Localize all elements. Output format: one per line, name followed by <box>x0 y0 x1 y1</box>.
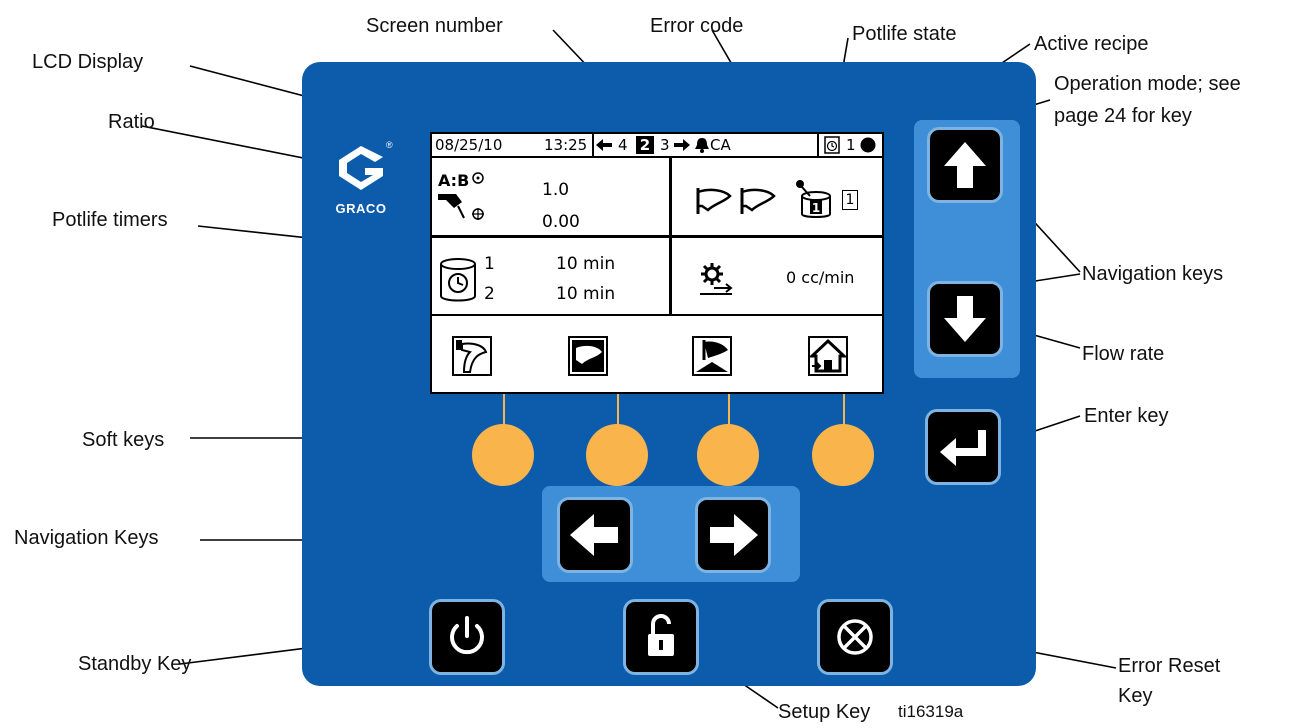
mix-manifold-icon: A:B <box>438 171 484 220</box>
soft-purge-icon <box>568 336 608 376</box>
lcd-separator <box>817 134 819 156</box>
callout-potlife-state: Potlife state <box>852 23 957 45</box>
lcd-ratio-value: 1.0 <box>542 180 570 200</box>
callout-operation-mode-line1: Operation mode; see <box>1054 73 1241 95</box>
lcd-ratio-deviation: 0.00 <box>542 212 580 232</box>
padlock-icon <box>648 614 674 656</box>
potlife-canister-icon <box>440 258 476 302</box>
left-arrow-icon <box>570 514 618 556</box>
figure-id: ti16319a <box>898 702 964 721</box>
left-arrow-button[interactable] <box>560 500 630 570</box>
error-reset-icon <box>837 619 873 655</box>
soft-key-4[interactable] <box>812 424 874 486</box>
soft-key-stem <box>843 394 845 426</box>
enter-icon <box>940 430 986 466</box>
right-arrow-icon <box>710 514 758 556</box>
callout-operation-mode-line2: page 24 for key <box>1054 105 1192 127</box>
right-arrow-icon <box>674 139 690 151</box>
soft-spray-icon <box>452 336 492 376</box>
soft-key-stem <box>617 394 619 426</box>
callout-ratio: Ratio <box>108 111 155 133</box>
soft-home-icon <box>808 336 848 376</box>
operation-mode-dot-icon <box>860 137 876 153</box>
error-reset-button[interactable] <box>820 602 890 672</box>
lcd-potlife-2-value: 10 min <box>556 284 616 304</box>
callout-error-code: Error code <box>650 15 744 37</box>
lcd-divider <box>432 314 882 316</box>
graco-logo-mark <box>339 146 383 190</box>
setup-button[interactable] <box>626 602 696 672</box>
enter-button[interactable] <box>928 412 998 482</box>
soft-key-1[interactable] <box>472 424 534 486</box>
lcd-potlife-1-value: 10 min <box>556 254 616 274</box>
lcd-divider <box>432 235 882 238</box>
svg-text:1: 1 <box>812 201 820 215</box>
callout-flow-rate: Flow rate <box>1082 343 1165 365</box>
lcd-status-bar: 08/25/10 13:25 4 2 3 CA 1 <box>432 134 882 158</box>
callout-soft-keys: Soft keys <box>82 429 165 451</box>
soft-key-2[interactable] <box>586 424 648 486</box>
lcd-current-screen: 2 <box>636 136 654 154</box>
lcd-recipe-box: 1 <box>842 190 858 210</box>
svg-text:A:B: A:B <box>438 171 469 190</box>
lcd-separator <box>592 134 594 156</box>
down-arrow-icon <box>944 296 986 342</box>
timer-icon <box>824 136 840 154</box>
left-arrow-icon <box>596 139 612 151</box>
lcd-next-screen: 3 <box>660 136 670 154</box>
callout-enter-key: Enter key <box>1084 405 1169 427</box>
power-icon <box>450 616 484 655</box>
callout-standby-key: Standby Key <box>78 653 192 675</box>
soft-key-stem <box>728 394 730 426</box>
lcd-divider <box>669 158 672 314</box>
bell-icon <box>695 138 709 153</box>
callout-navigation-keys-bottom: Navigation Keys <box>14 527 159 549</box>
lcd-display: 08/25/10 13:25 4 2 3 CA 1 <box>430 132 884 394</box>
soft-key-3[interactable] <box>697 424 759 486</box>
lcd-flow-rate: 0 cc/min <box>786 268 855 287</box>
graco-logo-text: GRACO <box>335 201 387 216</box>
lcd-potlife-2-label: 2 <box>484 284 495 304</box>
callout-lcd-display: LCD Display <box>32 51 144 73</box>
callout-screen-number: Screen number <box>366 15 503 37</box>
callout-active-recipe: Active recipe <box>1034 33 1149 55</box>
lcd-prev-screen: 4 <box>618 136 628 154</box>
lcd-time: 13:25 <box>544 136 588 154</box>
flow-gear-icon <box>700 263 733 295</box>
graco-logo: GRACO <box>328 142 394 216</box>
soft-fill-icon <box>692 336 732 376</box>
standby-button[interactable] <box>432 602 502 672</box>
callout-potlife-timers: Potlife timers <box>52 209 168 231</box>
spray-gun-icon <box>696 188 732 214</box>
callout-setup-key: Setup Key <box>778 701 871 723</box>
lcd-date: 08/25/10 <box>435 136 503 154</box>
callout-navigation-keys-right: Navigation keys <box>1082 263 1224 285</box>
lcd-potlife-1-label: 1 <box>484 254 495 274</box>
soft-key-stem <box>503 394 505 426</box>
spray-gun-icon <box>740 188 776 214</box>
up-arrow-button[interactable] <box>930 130 1000 200</box>
lcd-active-recipe: 1 <box>846 136 856 154</box>
lcd-error-code: CA <box>710 136 731 154</box>
down-arrow-button[interactable] <box>930 284 1000 354</box>
right-arrow-button[interactable] <box>698 500 768 570</box>
registered-mark: ® <box>386 140 393 150</box>
recipe-canister-icon: 1 <box>796 180 831 218</box>
callout-error-reset-line1: Error Reset <box>1118 655 1221 677</box>
control-panel: GRACO ® 08/25/10 13:25 4 2 3 CA <box>302 62 1036 686</box>
callout-error-reset-line2: Key <box>1118 685 1153 707</box>
up-arrow-icon <box>944 142 986 188</box>
